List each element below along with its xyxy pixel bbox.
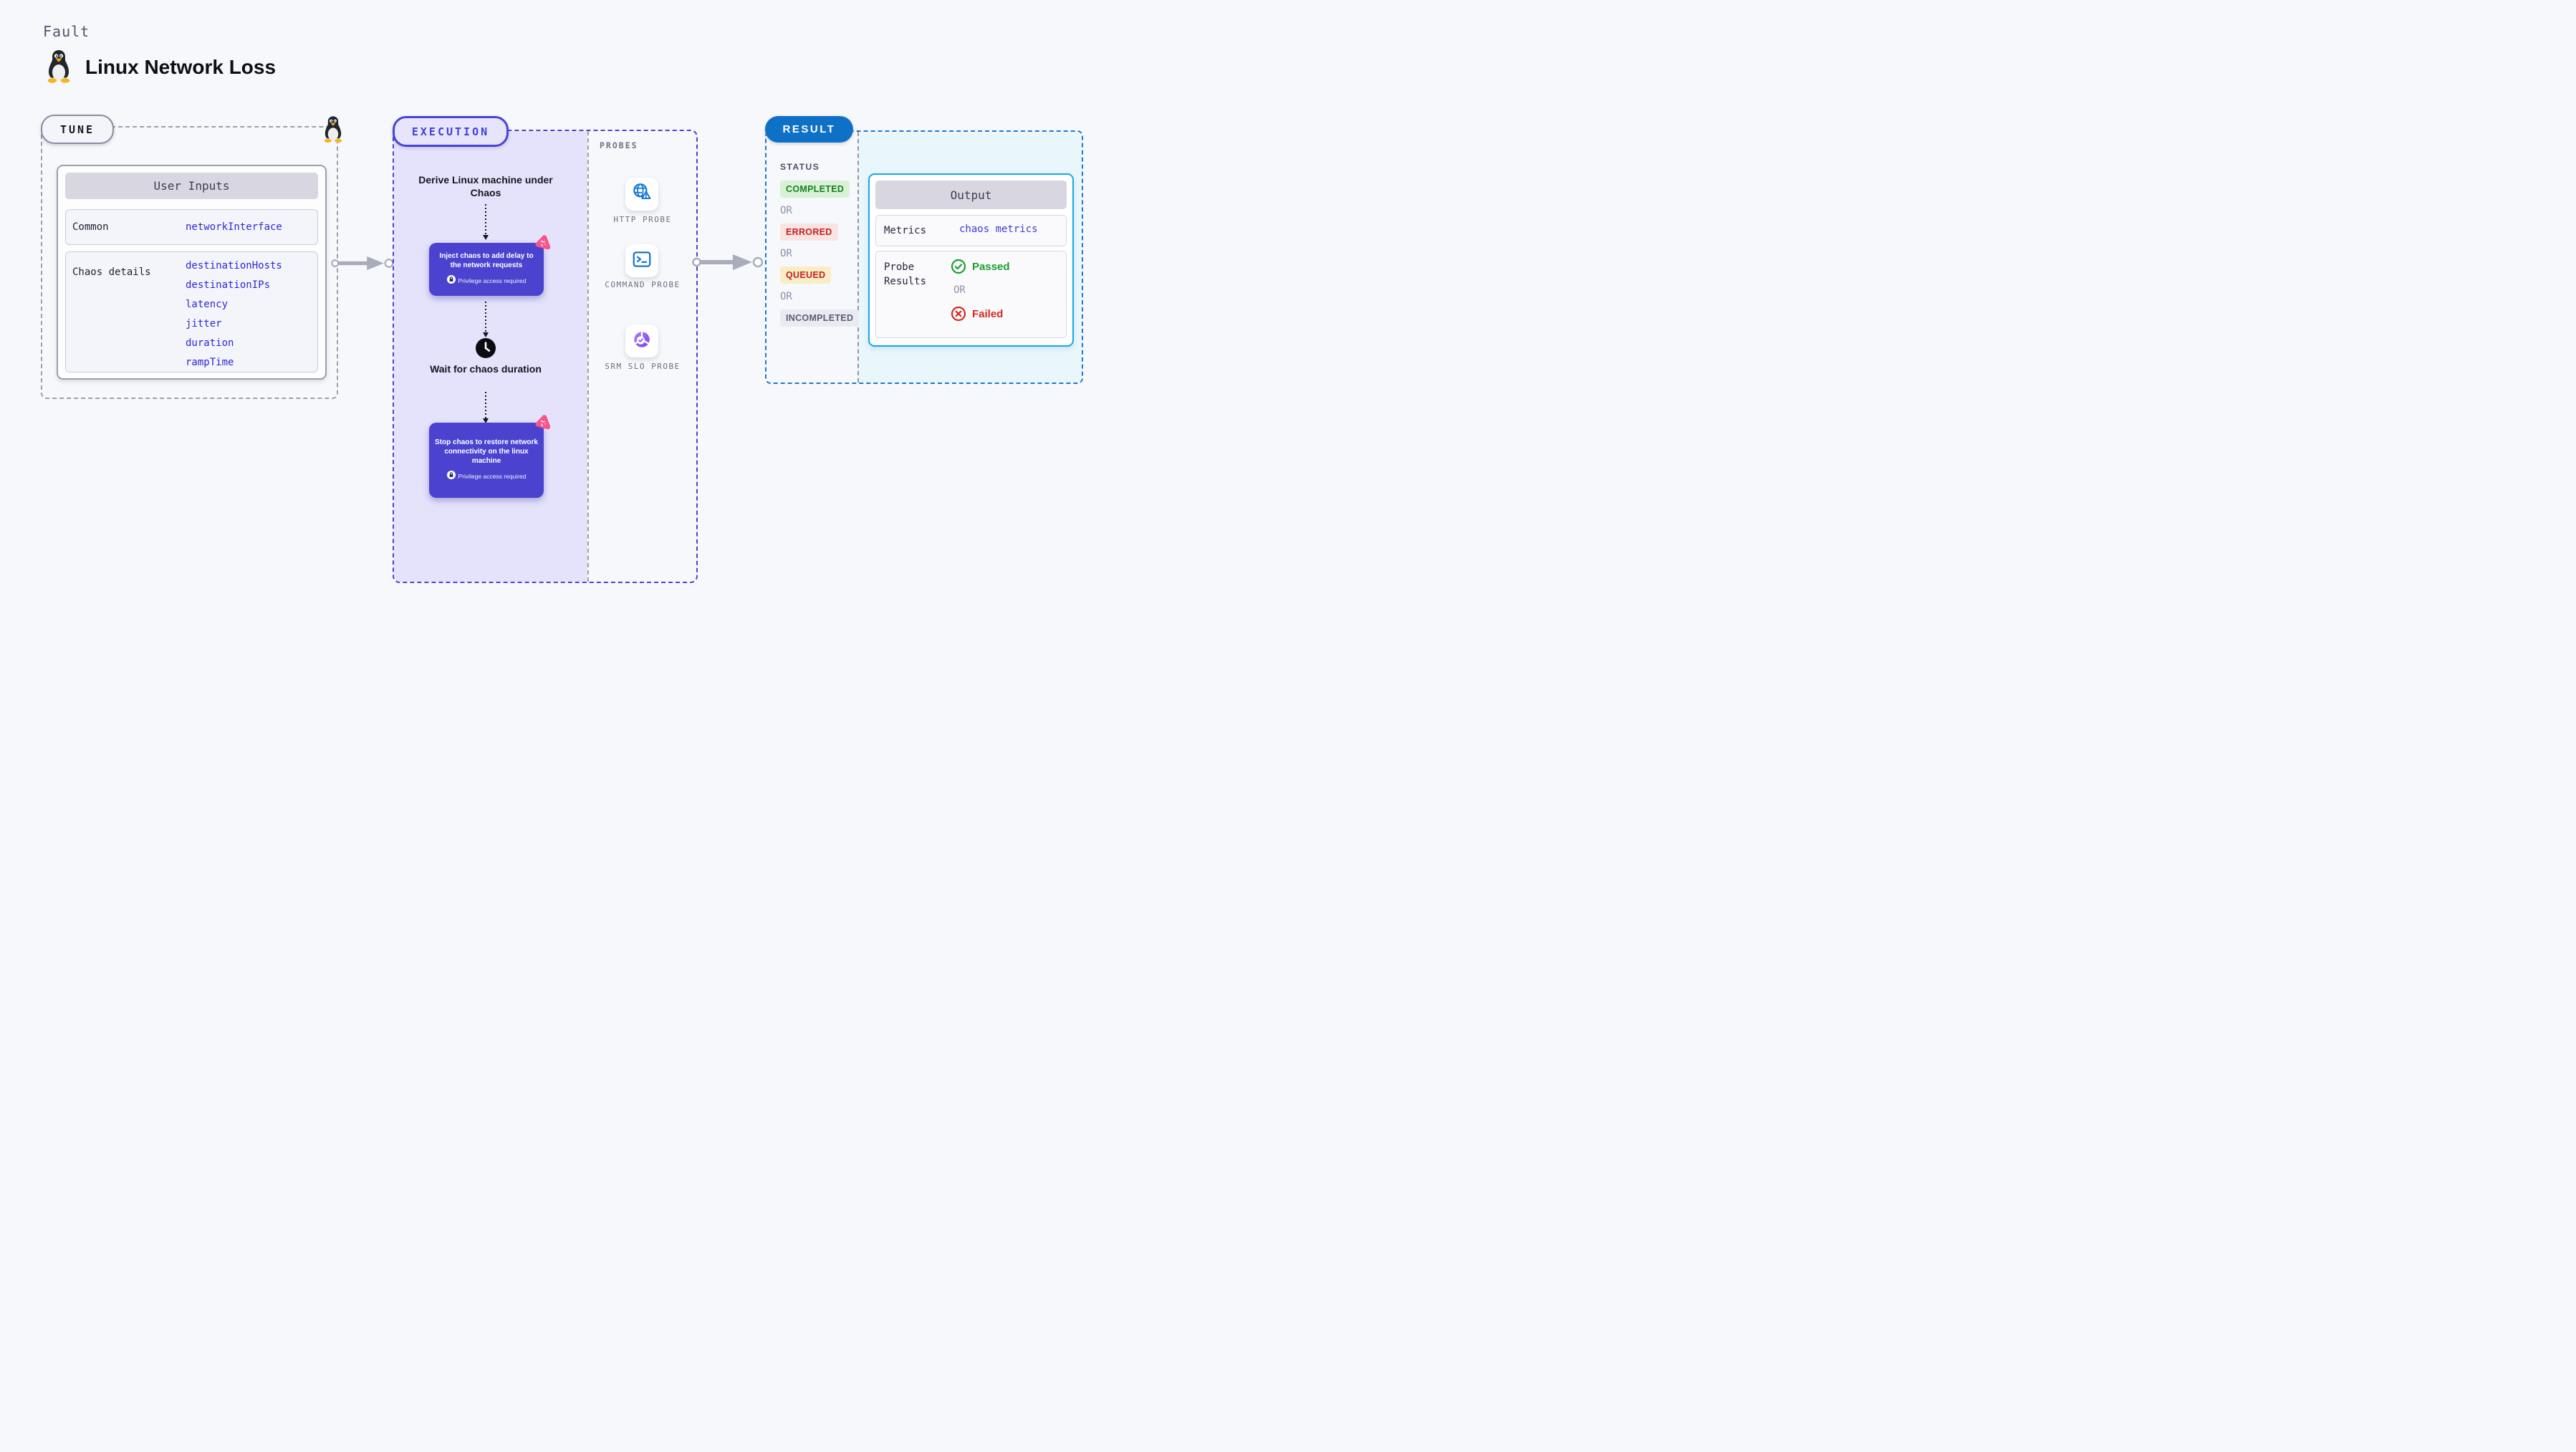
status-queued-badge: QUEUED xyxy=(780,266,832,284)
fault-diagram: Fault Linux Network Loss User Inputs Com… xyxy=(0,0,1103,622)
result-badge: RESULT xyxy=(765,116,853,143)
result-divider xyxy=(857,132,859,383)
derive-step-label: Derive Linux machine under Chaos xyxy=(418,174,553,198)
tux-penguin-icon-small xyxy=(322,115,345,143)
globe-alert-icon xyxy=(631,182,653,207)
user-inputs-title: User Inputs xyxy=(65,173,318,199)
probes-divider xyxy=(587,131,589,582)
srm-slo-probe-card xyxy=(625,324,658,357)
status-errored-badge: ERRORED xyxy=(780,223,838,241)
input-value: jitter xyxy=(186,318,222,330)
or-separator: OR xyxy=(780,205,792,216)
metrics-row: Metrics chaos metrics xyxy=(875,215,1067,246)
stop-chaos-step: Stop chaos to restore network connectivi… xyxy=(429,415,551,498)
status-incompleted-badge: INCOMPLETED xyxy=(780,309,860,327)
passed-label: Passed xyxy=(972,261,1010,273)
input-row-label: Chaos details xyxy=(72,266,151,278)
http-probe-label: HTTP PROBE xyxy=(613,215,672,224)
passed-check-icon xyxy=(951,259,966,278)
output-card: Output Metrics chaos metrics Probe Resul… xyxy=(868,173,1074,347)
srm-slo-probe-label: SRM SLO PROBE xyxy=(605,362,681,371)
command-probe-label: COMMAND PROBE xyxy=(605,280,681,289)
tune-panel: User Inputs Common networkInterface Chao… xyxy=(41,126,338,399)
command-probe-card xyxy=(625,244,658,277)
flow-connector xyxy=(482,302,489,337)
or-separator: OR xyxy=(953,284,966,296)
input-row-common: Common networkInterface xyxy=(65,209,318,245)
terminal-icon xyxy=(631,249,653,274)
or-separator: OR xyxy=(780,248,792,259)
privilege-note: Privilege access required xyxy=(458,277,527,284)
wait-step-label: Wait for chaos duration xyxy=(430,363,542,375)
chaos-logo-icon xyxy=(534,414,552,432)
input-row-label: Common xyxy=(72,221,109,233)
lock-icon xyxy=(446,470,456,483)
arrow-execution-to-result xyxy=(692,253,764,275)
stop-step-label: Stop chaos to restore network connectivi… xyxy=(435,438,538,465)
http-probe-card xyxy=(625,178,658,211)
input-value: destinationHosts xyxy=(186,260,282,271)
execution-panel: Derive Linux machine under Chaos Inject … xyxy=(393,130,698,583)
metrics-value: chaos metrics xyxy=(959,223,1038,235)
probe-results-label: Probe Results xyxy=(884,261,927,287)
failed-label: Failed xyxy=(972,308,1004,320)
flow-connector xyxy=(482,204,489,240)
input-value: destinationIPs xyxy=(186,279,271,291)
status-options: COMPLETED OR ERRORED OR QUEUED OR INCOMP… xyxy=(780,181,860,327)
chaos-logo-icon xyxy=(534,234,552,252)
metrics-label: Metrics xyxy=(884,225,927,236)
failed-cross-icon xyxy=(951,306,966,325)
output-title: Output xyxy=(875,181,1067,209)
input-value: rampTime xyxy=(186,357,234,368)
lock-icon xyxy=(446,274,456,287)
inject-step-label: Inject chaos to add delay to the network… xyxy=(439,252,534,269)
flow-connector xyxy=(482,392,489,423)
status-section-label: STATUS xyxy=(780,162,820,172)
fault-kicker: Fault xyxy=(43,23,90,40)
slo-donut-check-icon xyxy=(631,329,653,354)
input-value: latency xyxy=(186,299,229,310)
execution-badge: EXECUTION xyxy=(393,116,509,147)
page-title: Linux Network Loss xyxy=(85,56,277,78)
result-panel: STATUS COMPLETED OR ERRORED OR QUEUED OR… xyxy=(765,130,1083,384)
input-value: duration xyxy=(186,337,234,349)
probe-results-row: Probe Results Passed OR Failed xyxy=(875,251,1067,338)
tune-badge: TUNE xyxy=(41,115,114,144)
tux-penguin-icon xyxy=(44,49,73,83)
status-completed-badge: COMPLETED xyxy=(780,181,850,198)
arrow-tune-to-execution xyxy=(331,255,394,275)
input-value: networkInterface xyxy=(186,221,282,233)
privilege-note: Privilege access required xyxy=(458,473,527,480)
input-row-chaos-details: Chaos details destinationHosts destinati… xyxy=(65,251,318,372)
inject-chaos-step: Inject chaos to add delay to the network… xyxy=(429,235,551,296)
or-separator: OR xyxy=(780,291,792,302)
probes-section-label: PROBES xyxy=(600,140,638,150)
clock-icon xyxy=(475,337,496,362)
user-inputs-card: User Inputs Common networkInterface Chao… xyxy=(57,165,327,380)
